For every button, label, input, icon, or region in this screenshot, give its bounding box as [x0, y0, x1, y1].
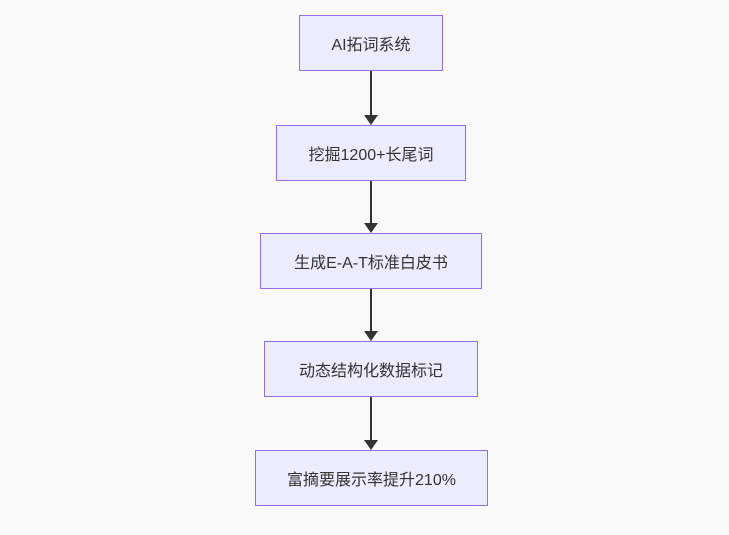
arrow-down-icon: [364, 331, 378, 341]
arrow-line: [370, 289, 372, 331]
arrow-line: [370, 397, 372, 440]
flowchart-node-ai-keyword-system: AI拓词系统: [299, 15, 443, 71]
flow-arrow-3: [364, 289, 378, 341]
arrow-down-icon: [364, 223, 378, 233]
node-label: 挖掘1200+长尾词: [308, 147, 434, 164]
node-label: 生成E-A-T标准白皮书: [294, 255, 448, 272]
node-label: 富摘要展示率提升210%: [287, 472, 456, 489]
node-label: AI拓词系统: [331, 37, 411, 54]
flow-arrow-4: [364, 397, 378, 450]
flowchart-node-eat-whitepaper: 生成E-A-T标准白皮书: [260, 233, 482, 289]
flow-arrow-1: [364, 71, 378, 125]
arrow-down-icon: [364, 440, 378, 450]
arrow-down-icon: [364, 115, 378, 125]
flow-arrow-2: [364, 181, 378, 233]
flowchart-node-structured-data-markup: 动态结构化数据标记: [264, 341, 478, 397]
node-label: 动态结构化数据标记: [298, 363, 443, 380]
arrow-line: [370, 181, 372, 223]
flowchart-node-longtail-mining: 挖掘1200+长尾词: [276, 125, 466, 181]
flowchart-node-rich-snippet-result: 富摘要展示率提升210%: [255, 450, 488, 506]
arrow-line: [370, 71, 372, 115]
